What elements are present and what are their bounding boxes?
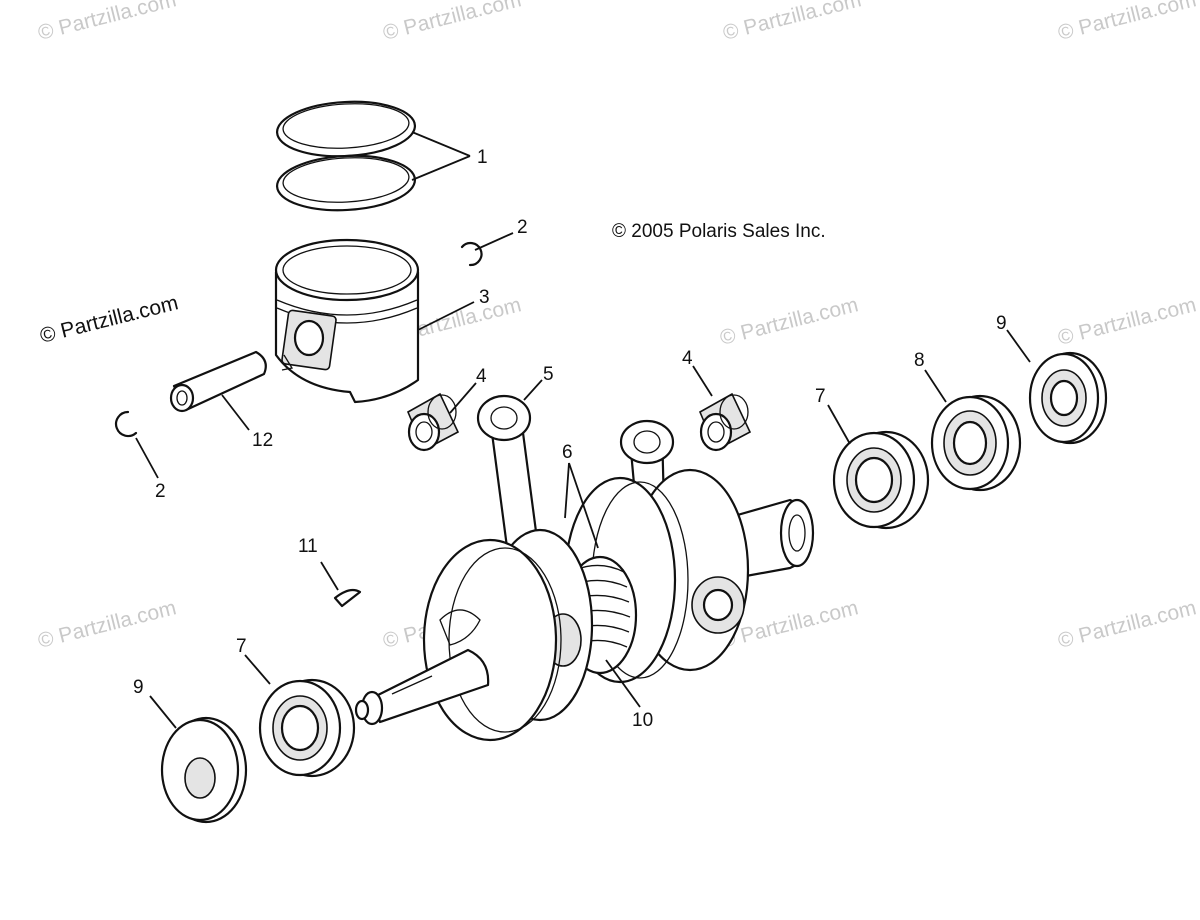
crankshaft-assembly <box>354 394 815 742</box>
callout-6: 6 <box>562 442 573 463</box>
wrist-pin <box>169 350 267 413</box>
watermark-text: © Partzilla.com <box>1056 596 1199 653</box>
callout-5: 5 <box>543 364 554 385</box>
callout-9-right: 9 <box>996 313 1007 334</box>
callout-1: 1 <box>477 147 488 168</box>
watermark-text: © Partzilla.com <box>381 0 524 45</box>
callout-labels: 1 2 3 12 2 4 5 4 6 7 8 9 10 11 7 9 <box>133 147 1007 731</box>
callout-8: 8 <box>914 350 925 371</box>
callout-2-lower: 2 <box>155 481 166 502</box>
callout-2-upper: 2 <box>517 217 528 238</box>
circlip-upper <box>460 241 483 267</box>
needle-bearing-left <box>406 392 460 452</box>
woodruff-key <box>333 588 362 608</box>
leader-lines <box>135 131 1031 729</box>
partzilla-watermark: © Partzilla.com <box>38 291 181 348</box>
callout-9-left: 9 <box>133 677 144 698</box>
watermark-text: © Partzilla.com <box>1056 0 1199 45</box>
callout-4-right: 4 <box>682 348 693 369</box>
callout-10: 10 <box>632 710 653 731</box>
callout-3: 3 <box>479 287 490 308</box>
oil-seal-right <box>1028 351 1108 445</box>
callout-7-right: 7 <box>815 386 826 407</box>
piston-rings <box>275 100 417 212</box>
copyright-notice: © 2005 Polaris Sales Inc. <box>612 221 826 242</box>
watermark-text: © Partzilla.com <box>36 596 179 653</box>
watermark-text: © Partzilla.com <box>1056 293 1199 350</box>
outer-bearing <box>930 394 1022 492</box>
piston <box>274 238 420 404</box>
main-bearing-right <box>832 430 930 530</box>
callout-12: 12 <box>252 430 273 451</box>
watermark-text: © Partzilla.com <box>721 0 864 45</box>
callout-11: 11 <box>298 536 318 557</box>
callout-4-left: 4 <box>476 366 487 387</box>
oil-seal-left <box>160 716 248 824</box>
watermark-text: © Partzilla.com <box>36 0 179 45</box>
circlip-lower <box>114 410 138 438</box>
main-bearing-left <box>258 678 356 778</box>
needle-bearing-right <box>698 392 752 452</box>
watermark-text: © Partzilla.com <box>718 293 861 350</box>
callout-7-left: 7 <box>236 636 247 657</box>
